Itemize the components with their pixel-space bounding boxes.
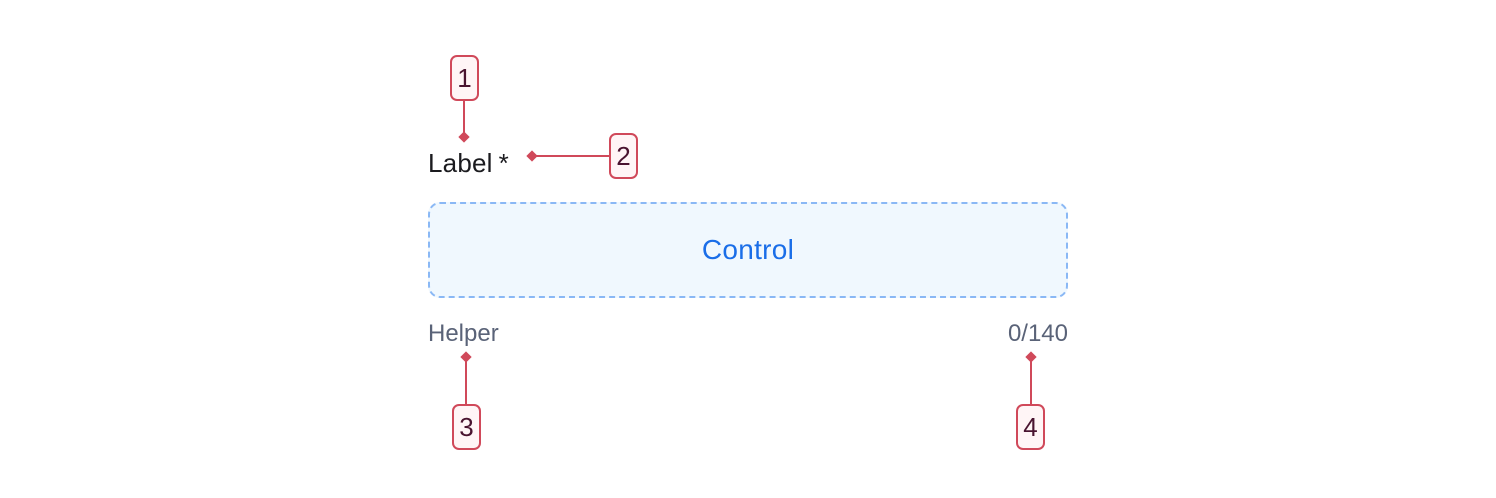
- annotation-badge-2: 2: [609, 133, 638, 179]
- annotation-badge-3: 3: [452, 404, 481, 450]
- required-marker: *: [498, 148, 509, 178]
- annotation-leader-1: [463, 101, 465, 137]
- annotation-anchor-1: [458, 131, 470, 143]
- annotation-anchor-2: [526, 150, 538, 162]
- annotation-leader-2: [532, 155, 609, 157]
- control-placeholder: Control: [428, 202, 1068, 298]
- annotation-badge-1: 1: [450, 55, 479, 101]
- annotation-leader-3: [465, 357, 467, 404]
- character-counter: 0/140: [1007, 320, 1068, 347]
- field-label: Label*: [428, 146, 509, 180]
- label-text: Label: [428, 148, 493, 178]
- helper-text: Helper: [428, 320, 499, 347]
- control-text: Control: [701, 234, 795, 265]
- annotation-badge-4: 4: [1016, 404, 1045, 450]
- annotation-leader-4: [1030, 357, 1032, 404]
